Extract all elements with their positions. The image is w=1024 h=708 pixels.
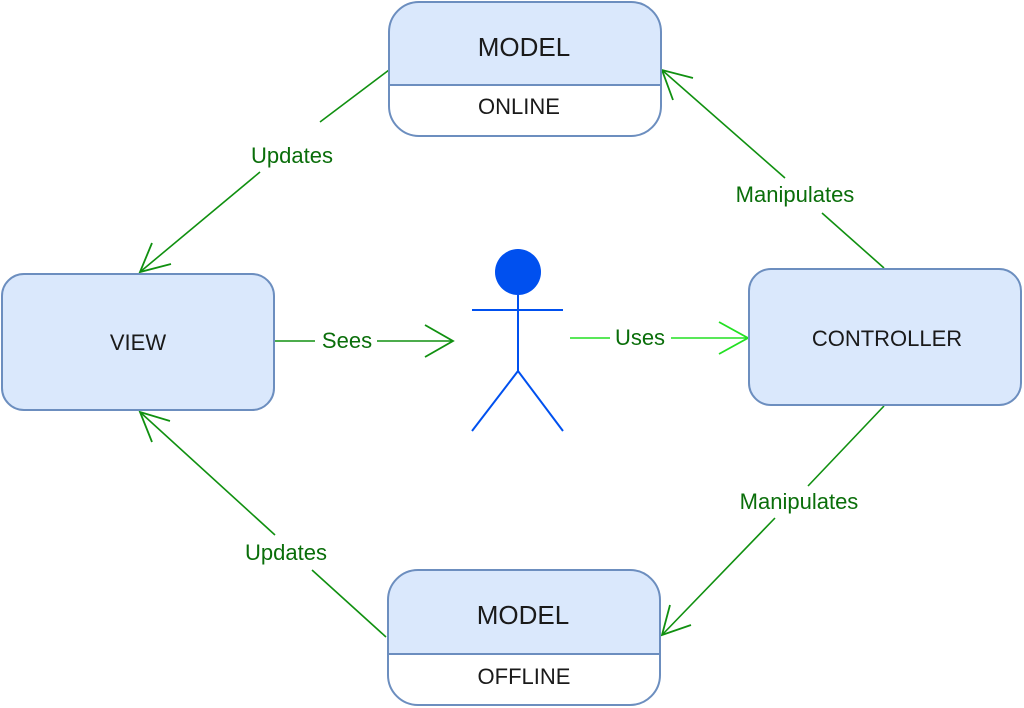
- node-border: [388, 1, 662, 137]
- edge-line: [661, 517, 776, 636]
- node-title: MODEL: [478, 32, 570, 62]
- node-model-online[interactable]: MODEL ONLINE: [388, 1, 662, 137]
- arrowhead-icon: [138, 410, 171, 443]
- edge-label-updates-top: Updates: [251, 143, 333, 168]
- node-body: [748, 268, 1022, 406]
- node-subtitle: ONLINE: [478, 94, 560, 119]
- actor-left-leg: [471, 370, 519, 432]
- node-title: CONTROLLER: [812, 326, 962, 351]
- node-title: VIEW: [110, 330, 166, 355]
- node-border: [387, 569, 661, 706]
- edge-label-manipulates-bottom: Manipulates: [740, 489, 859, 514]
- edge-line: [807, 405, 885, 487]
- edge-line: [311, 569, 387, 638]
- node-title: MODEL: [477, 600, 569, 630]
- edge-line: [139, 411, 276, 536]
- stick-figure-user-icon[interactable]: [471, 249, 564, 432]
- arrowhead-icon: [424, 324, 455, 358]
- node-subtitle: OFFLINE: [478, 664, 571, 689]
- node-header: [388, 570, 660, 654]
- edge-line: [821, 212, 885, 269]
- edge-line: [139, 171, 261, 273]
- edge-label-uses: Uses: [615, 325, 665, 350]
- node-controller[interactable]: CONTROLLER: [748, 268, 1022, 406]
- edge-model-offline-to-view: Updates: [138, 410, 387, 638]
- arrowhead-icon: [660, 604, 692, 637]
- actor-right-leg: [517, 370, 564, 432]
- edge-controller-to-model-offline: Manipulates: [660, 405, 885, 637]
- edge-controller-to-model-online: Manipulates: [660, 68, 885, 269]
- edge-line: [319, 69, 390, 123]
- arrowhead-icon: [138, 242, 172, 274]
- edge-label-sees: Sees: [322, 328, 372, 353]
- edge-view-to-actor: Sees: [275, 324, 455, 358]
- node-body: [1, 273, 275, 411]
- edge-line: [661, 69, 786, 179]
- edge-model-online-to-view: Updates: [138, 69, 390, 274]
- edge-label-manipulates-top: Manipulates: [736, 182, 855, 207]
- edge-actor-to-controller: Uses: [570, 321, 750, 355]
- node-view[interactable]: VIEW: [1, 273, 275, 411]
- actor-head: [495, 249, 541, 295]
- node-header: [389, 2, 661, 85]
- edge-label-updates-bottom: Updates: [245, 540, 327, 565]
- node-model-offline[interactable]: MODEL OFFLINE: [387, 569, 661, 706]
